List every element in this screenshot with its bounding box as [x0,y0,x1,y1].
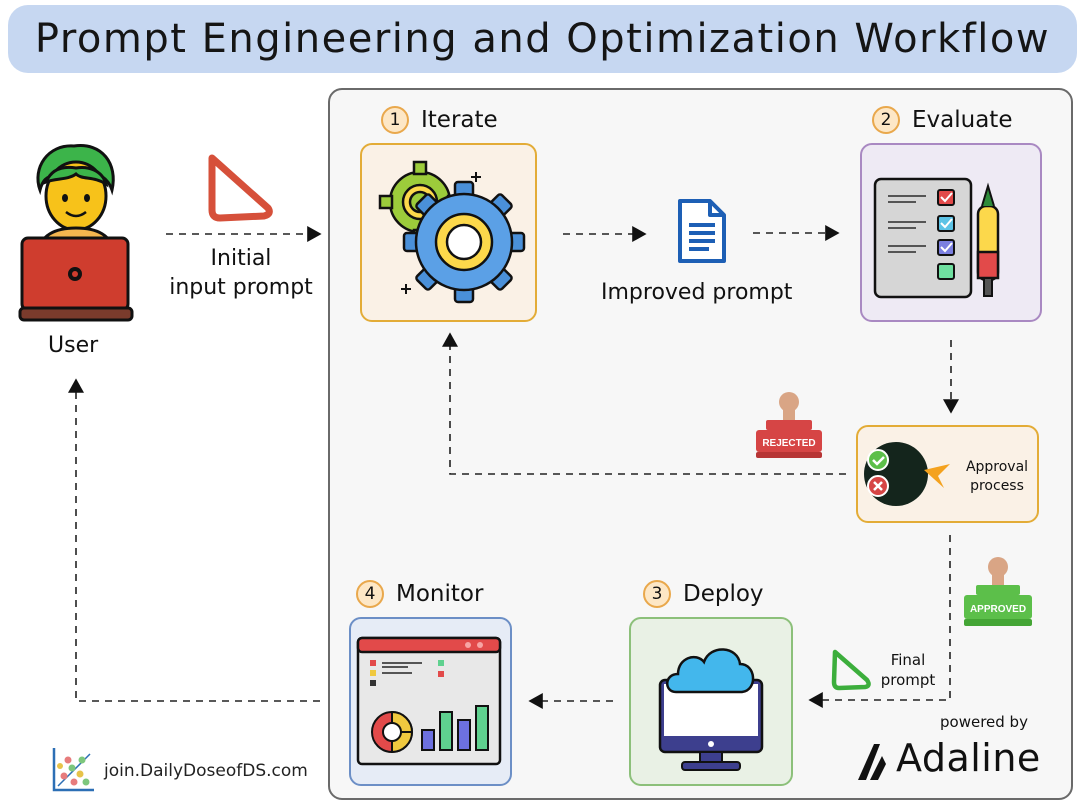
step-label: Deploy [683,581,764,607]
initial-prompt-line2: input prompt [169,275,313,300]
step-iterate-heading: 1 Iterate [381,106,498,134]
step-number: 3 [643,580,671,608]
approval-label: Approval process [956,458,1038,496]
arrow-approval-to-deploy [808,535,951,708]
step-label: Monitor [396,581,484,607]
approval-toggle-icon [864,442,950,506]
triangle-final-icon [831,649,871,691]
initial-prompt-label: Initial input prompt [160,244,322,302]
arrow-approval-to-iterate [442,332,846,475]
approved-stamp-text: APPROVED [970,604,1026,615]
adaline-logo [858,744,886,780]
improved-prompt-label: Improved prompt [601,280,793,305]
final-prompt-line1: Final [890,651,926,669]
step-label: Evaluate [912,107,1013,133]
cloud-monitor-icon [658,648,764,771]
rejected-stamp-text: REJECTED [762,438,815,449]
checklist-pen-icon [873,177,1000,299]
adaline-brand: Adaline [896,736,1041,780]
approval-line2: process [970,478,1024,494]
approval-line1: Approval [965,459,1029,475]
powered-by-label: powered by [940,713,1028,731]
source-link[interactable]: join.DailyDoseofDS.com [104,761,308,781]
initial-prompt-line1: Initial [210,246,272,271]
step-number: 2 [872,106,900,134]
step-label: Iterate [421,107,498,133]
user-label: User [48,333,99,358]
page-title: Prompt Engineering and Optimization Work… [34,16,1051,62]
rejected-stamp-icon: REJECTED [756,392,822,458]
final-prompt-line2: prompt [880,671,936,689]
gears-icon [378,160,526,304]
step-evaluate-heading: 2 Evaluate [872,106,1012,134]
title-bar: Prompt Engineering and Optimization Work… [8,5,1077,73]
approved-stamp-icon: APPROVED [964,557,1032,626]
step-number: 1 [381,106,409,134]
step-monitor-heading: 4 Monitor [356,580,483,608]
document-icon [678,199,726,263]
step-deploy-heading: 3 Deploy [643,580,764,608]
user-laptop-icon [18,144,134,322]
step-number: 4 [356,580,384,608]
final-prompt-label: Final prompt [872,650,944,690]
arrow-monitor-to-user [68,378,320,702]
dailydoseofds-logo [52,748,94,792]
dashboard-icon [356,636,502,766]
triangle-prompt-icon [208,154,273,222]
